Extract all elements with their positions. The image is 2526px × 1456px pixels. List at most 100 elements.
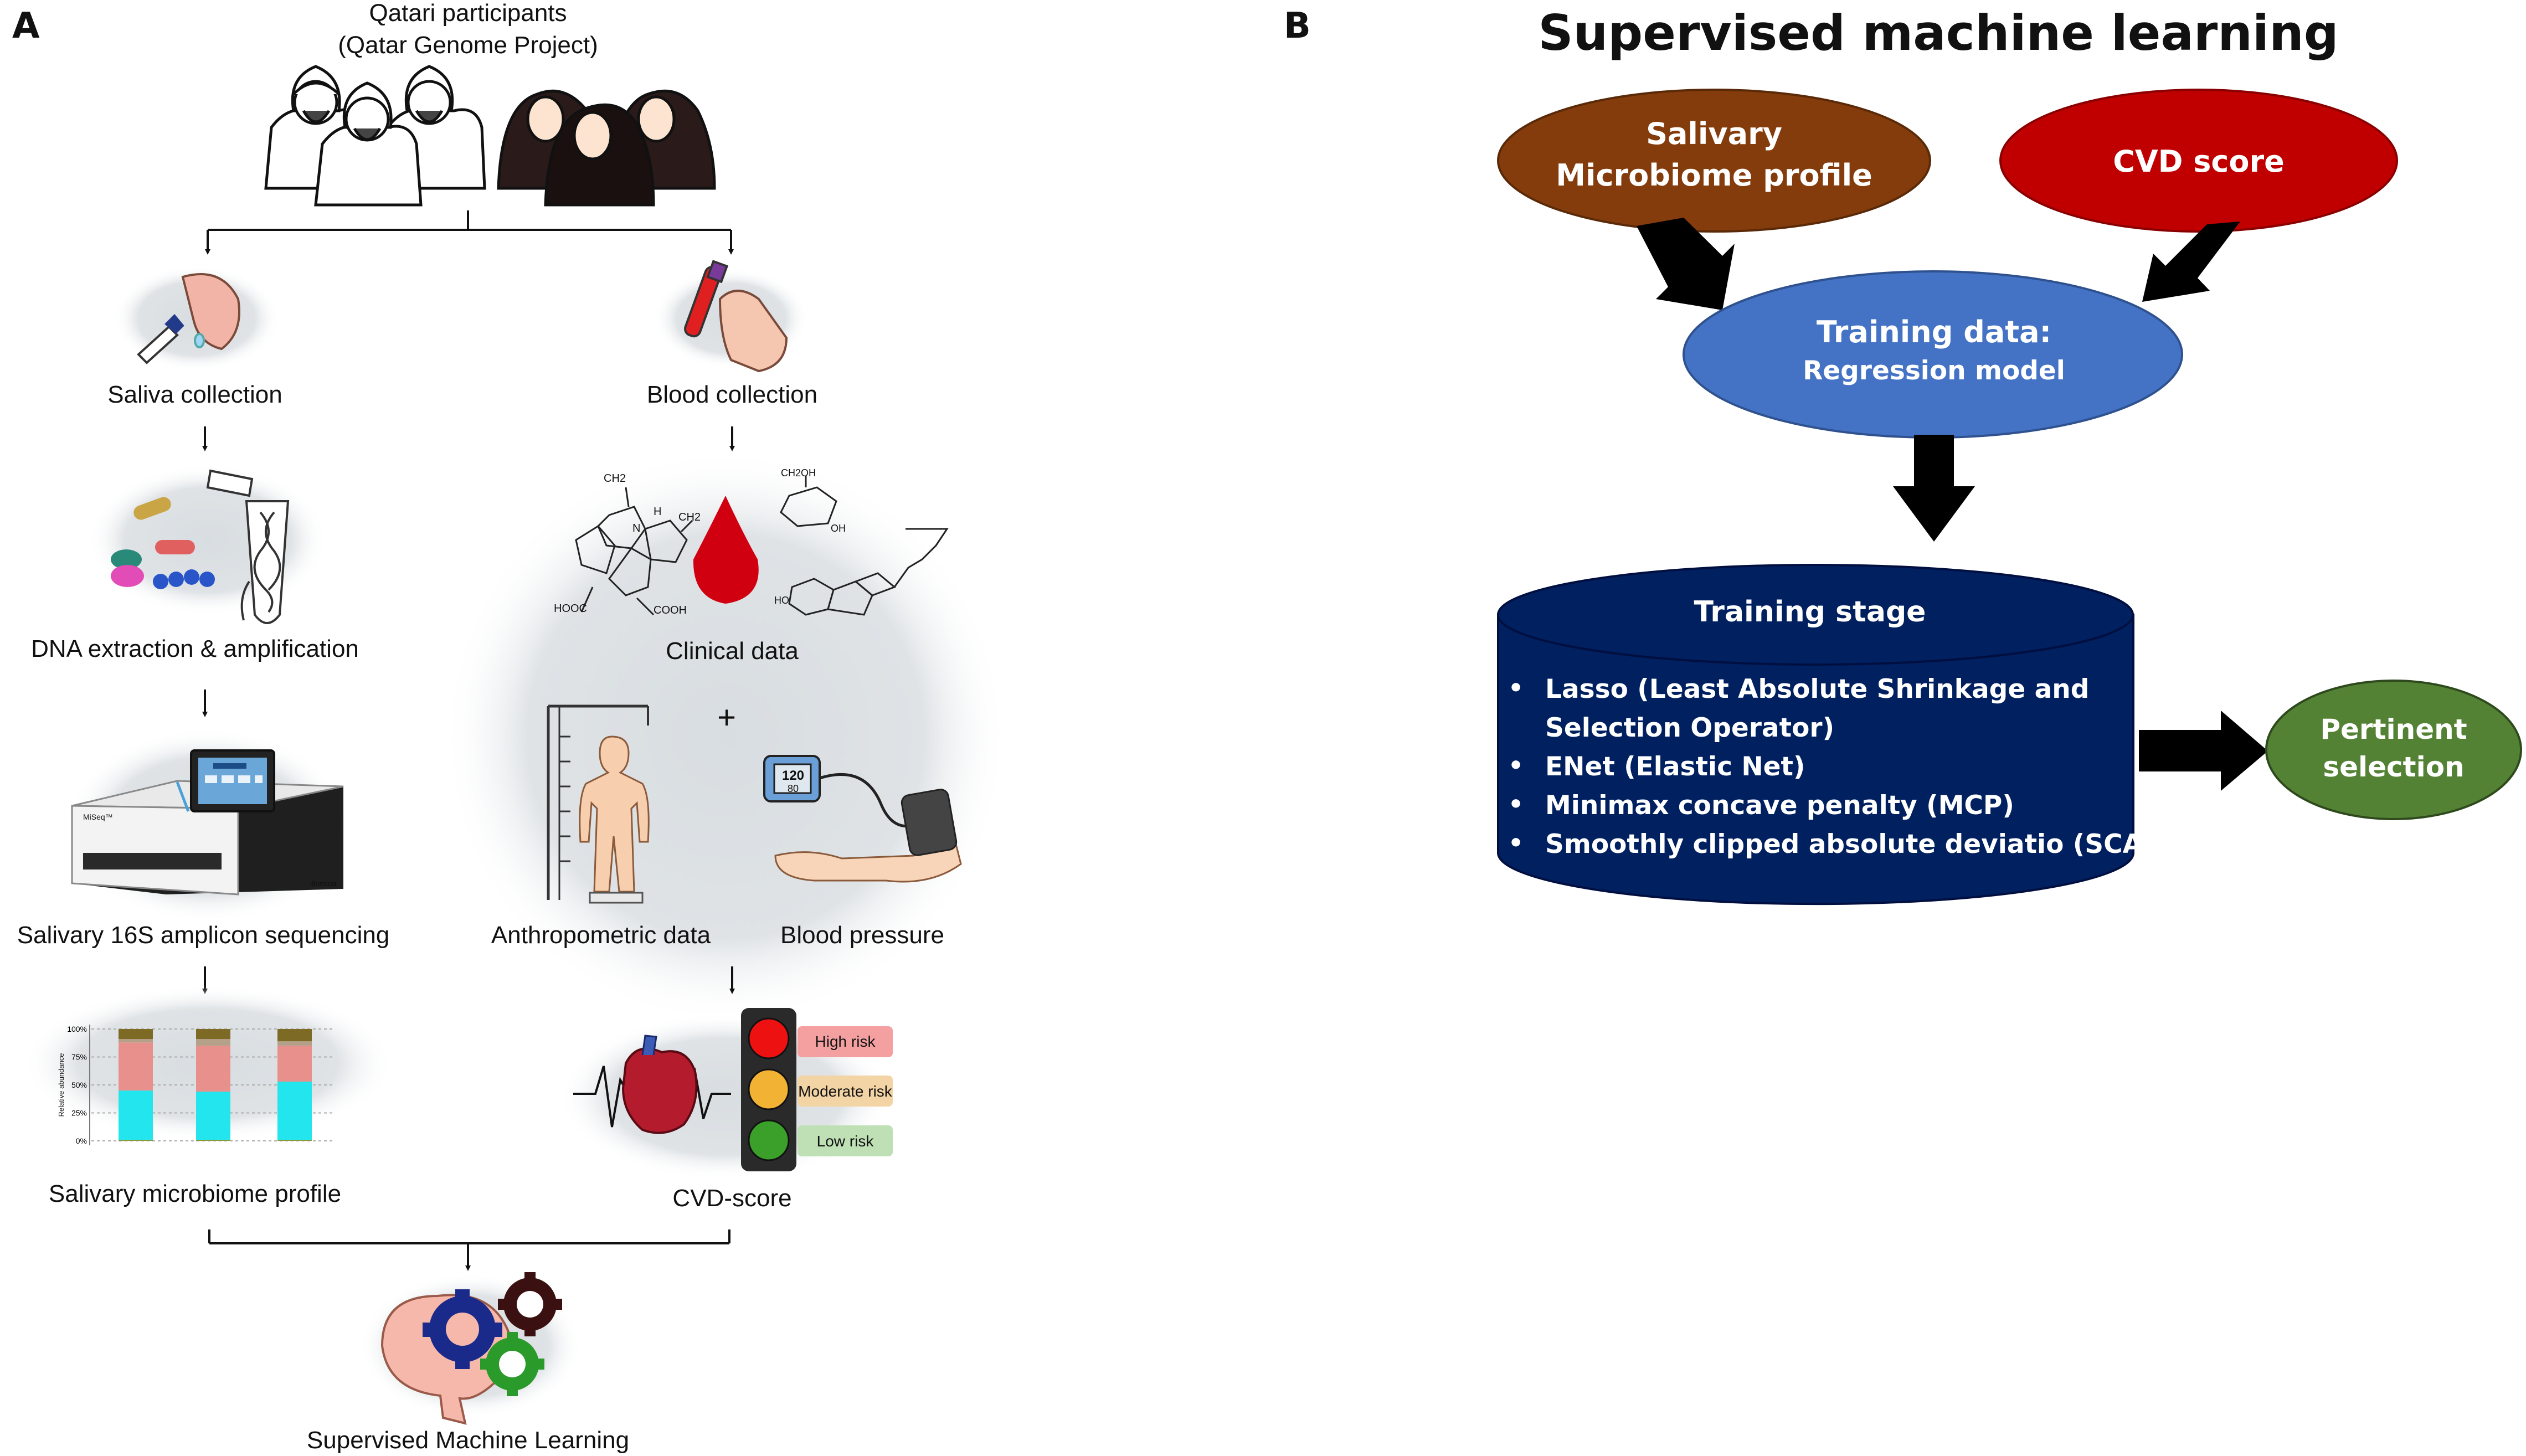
mini-chart-ytick: 50% [71,1081,87,1089]
hooc-label: HOOC [554,603,587,615]
arrow-stage-to-pertinent [2139,711,2268,791]
gear-icon [423,1289,502,1369]
anthropometric-label: Anthropometric data [491,922,711,949]
sequencer-icon [71,749,344,896]
bp-reading-bottom: 80 [788,783,799,794]
mini-chart-ytick: 75% [71,1053,87,1062]
blood-drop-icon [693,496,759,604]
cooh-label: COOH [654,604,687,616]
sml-icon [380,1272,562,1425]
moderate-risk-label: Moderate risk [798,1083,893,1100]
mini-chart-bar-segment [277,1029,312,1042]
saliva-collection-icon [137,273,240,364]
ch2-label-1: CH2 [604,472,626,485]
split-connector [205,210,734,255]
gear-icon [480,1332,544,1396]
mini-chart-bar-segment [119,1139,153,1141]
mini-bar-chart: 0% 25% 50% 75% 100% Relative abundance [57,1025,332,1145]
high-risk-label: High risk [815,1033,876,1050]
mini-chart-bar-segment [119,1090,153,1140]
arrow-training-to-stage [1893,435,1975,542]
sml-label: Supervised Machine Learning [307,1427,629,1454]
training-stage-cylinder [1497,564,2134,906]
mini-chart-ylabel: Relative abundance [57,1053,65,1117]
cvd-score-label: CVD-score [672,1185,791,1212]
dna-extraction-icon [111,469,290,624]
pertinent-selection-ellipse [2265,680,2522,820]
training-data-ellipse [1683,270,2183,439]
method-3: Minimax concave penalty (MCP) [1545,790,2014,821]
dna-extraction-label: DNA extraction & amplification [31,635,359,662]
mini-chart-bar-segment [196,1092,230,1140]
mini-chart-bar-segment [196,1029,230,1040]
blood-collection-label: Blood collection [647,381,817,408]
panel-a-label: A [12,6,40,47]
mini-chart-bar-segment [196,1039,230,1046]
method-1-line2: Selection Operator) [1545,713,1834,743]
mini-chart-ytick: 0% [76,1136,87,1145]
heart-icon [621,1047,698,1134]
mini-chart-bar-segment [119,1039,153,1043]
mini-chart-bar-segment [196,1046,230,1092]
gear-icon [498,1272,562,1336]
panel-b-label: B [1284,6,1311,47]
women-illustration [497,89,716,207]
men-illustration [264,65,486,207]
training-stage-title: Training stage [1694,595,1926,629]
method-bullet-4: • [1508,829,1524,857]
cvd-score-icon [573,1008,893,1171]
method-4: Smoothly clipped absolute deviatio (SCAD… [1545,829,2177,860]
h-label: H [654,506,661,518]
mini-chart-bar-segment [277,1139,312,1141]
method-bullet-3: • [1508,790,1524,819]
oh-label: OH [831,523,846,534]
sequencer-maker: illumina [310,879,337,888]
cvd-score-ellipse-label: CVD score [2113,144,2285,179]
method-2: ENet (Elastic Net) [1545,752,1805,782]
cvd-score-ellipse [1999,89,2398,233]
mini-chart-bar-segment [277,1081,312,1140]
arrow-cvd-to-training [2142,222,2240,302]
n-label: N [632,522,640,534]
low-risk-label: Low risk [817,1133,874,1150]
merge-connector [208,1229,730,1271]
ch2-label-2: CH2 [678,511,701,523]
mini-chart-ytick: 25% [71,1109,87,1118]
saliva-collection-label: Saliva collection [107,381,282,408]
panel-b-title: Supervised machine learning [1538,4,2338,61]
heme-molecule [575,487,693,616]
mini-chart-bar-segment [119,1029,153,1040]
blood-pressure-label: Blood pressure [780,922,944,949]
method-bullet-2: • [1508,752,1524,780]
mini-chart-ytick: 100% [67,1025,87,1033]
mini-chart-ticks: 0% 25% 50% 75% 100% [67,1025,87,1145]
mini-chart-bar-segment [277,1041,312,1046]
participants-title-line1: Qatari participants [369,0,567,27]
cholesterol-molecule [788,528,949,616]
glucose-molecule [780,476,837,527]
anthropometric-icon [547,704,650,904]
blood-collection-icon [684,260,788,373]
pertinent-line1: Pertinent [2320,713,2467,745]
sequencer-brand: MiSeq™ [83,812,113,821]
mini-chart-bars [119,1029,312,1141]
blood-pressure-icon: 120 80 [763,755,962,883]
arrow-salivary-to-training [1637,218,1735,310]
clinical-data-label: Clinical data [666,637,799,665]
ho-label: HO [774,595,789,606]
salivary-line1: Salivary [1646,116,1782,151]
method-bullet-1: • [1508,674,1524,702]
bp-reading-top: 120 [782,768,804,783]
method-1-line1: Lasso (Least Absolute Shrinkage and [1545,674,2089,704]
mini-chart-bar-segment [277,1046,312,1082]
mini-chart-bar-segment [119,1042,153,1091]
salivary-profile-ellipse [1497,89,1931,233]
mini-chart-bar-segment [196,1139,230,1141]
microbiome-profile-label: Salivary microbiome profile [49,1180,341,1207]
ch2oh-label: CH2OH [781,467,816,479]
training-line1: Training data: [1817,315,2051,349]
training-line2: Regression model [1803,356,2065,386]
sequencing-label: Salivary 16S amplicon sequencing [17,922,390,949]
salivary-line2: Microbiome profile [1556,158,1872,193]
